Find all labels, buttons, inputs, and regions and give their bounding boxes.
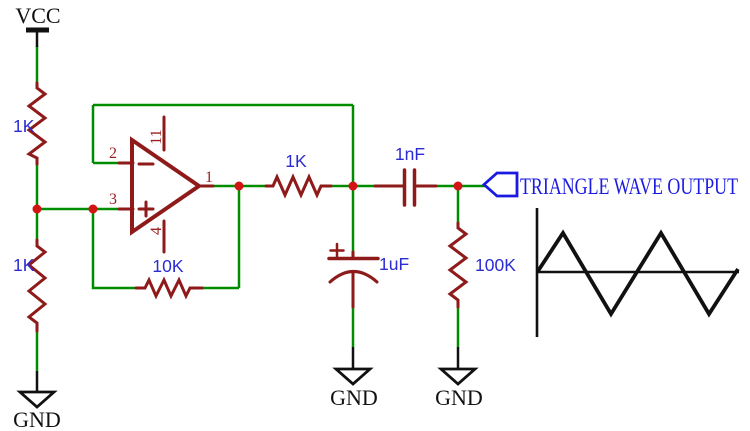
pin-number-noninverting: 3 — [109, 191, 117, 208]
resistor-load — [447, 221, 469, 309]
wire-noninverting-net — [35, 163, 241, 290]
wires — [35, 46, 485, 371]
opamp-pin-stubs — [117, 115, 215, 254]
gnd-label: GND — [435, 385, 483, 410]
output-port-label: TRIANGLE WAVE OUTPUT — [520, 174, 738, 199]
capacitor-value: 1uF — [379, 254, 409, 274]
ink-graphics — [16, 27, 740, 409]
resistor-series — [264, 173, 333, 199]
value-labels: 1K 1K 10K 1K 1nF 1uF 100K — [13, 116, 516, 276]
junction-dot — [32, 204, 42, 214]
capacitor-coupling-plates — [402, 168, 417, 207]
gnd-label: GND — [330, 385, 378, 410]
junction-dot — [234, 181, 244, 191]
resistor-value: 10K — [152, 256, 183, 276]
gnd-triangle-icon — [437, 367, 479, 386]
opamp-pin-numbers: 1 2 3 11 4 — [109, 129, 213, 235]
plus-polarity-icon — [329, 242, 345, 259]
resistor-value: 1K — [285, 151, 307, 171]
opamp-body — [130, 136, 203, 236]
gnd-label: GND — [13, 407, 61, 431]
wire-ground-runs — [35, 307, 460, 371]
gnd-triangle-icon — [16, 390, 58, 409]
pin-number-vpos: 11 — [148, 129, 165, 144]
junction-dot — [88, 204, 98, 214]
resistor-feedback — [134, 276, 204, 300]
resistor-value: 100K — [475, 255, 516, 275]
gnd-stems — [35, 347, 460, 392]
junction-dot — [348, 181, 358, 191]
pin-number-output: 1 — [205, 169, 213, 186]
resistor-value: 1K — [13, 255, 35, 275]
components — [26, 81, 469, 333]
plus-input-icon — [137, 200, 155, 218]
wire-inverting-net — [91, 103, 355, 186]
output-port-icon — [481, 171, 519, 198]
wire-integrator-node — [331, 184, 375, 252]
resistor-divider-top — [26, 81, 48, 166]
vcc-label: VCC — [15, 3, 60, 28]
resistor-value: 1K — [13, 116, 35, 136]
pin-number-vneg: 4 — [148, 227, 165, 235]
wire-output-node — [436, 184, 485, 223]
junction-dot — [453, 181, 463, 191]
power-labels: VCC GND GND GND — [13, 3, 483, 431]
capacitor-value: 1nF — [395, 144, 425, 164]
resistor-divider-bottom — [26, 238, 48, 333]
triangle-waveform-sketch — [536, 229, 740, 318]
junction-dots — [32, 181, 463, 214]
pin-number-inverting: 2 — [109, 145, 117, 162]
gnd-triangle-icon — [332, 367, 374, 386]
